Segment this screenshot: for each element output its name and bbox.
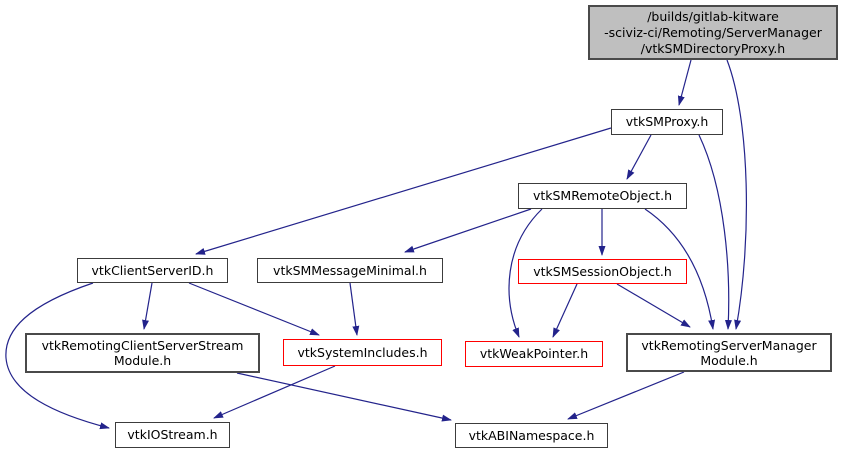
graph-node-label: vtkIOStream.h	[127, 427, 218, 442]
graph-node-label: vtkSMMessageMinimal.h	[273, 262, 427, 278]
edge-smremote-to-smmod	[644, 208, 716, 330]
edge-csid-to-sysinc	[188, 282, 320, 336]
graph-node-label: Module.h	[113, 353, 172, 368]
edge-dirproxy-to-smproxy	[677, 59, 692, 106]
edge-smproxy-to-smremote	[626, 134, 652, 180]
graph-node-label: Module.h	[700, 352, 758, 368]
graph-node-label: vtkRemotingClientServerStream	[41, 338, 244, 353]
graph-node-weak[interactable]: vtkWeakPointer.h	[465, 341, 603, 367]
edge-smproxy-to-csid	[195, 127, 612, 255]
graph-node-label: vtkWeakPointer.h	[479, 346, 589, 361]
graph-node-dirproxy: /builds/gitlab-kitware-sciviz-ci/Remotin…	[588, 5, 838, 60]
graph-node-label: /vtkSMDirectoryProxy.h	[640, 40, 786, 56]
graph-node-label: vtkSMRemoteObject.h	[532, 188, 673, 203]
graph-node-abi[interactable]: vtkABINamespace.h	[455, 423, 608, 448]
graph-node-label: vtkRemotingServerManager	[641, 337, 817, 353]
graph-node-msgmin[interactable]: vtkSMMessageMinimal.h	[257, 258, 443, 283]
graph-node-label: vtkClientServerID.h	[91, 262, 214, 278]
graph-node-label: vtkABINamespace.h	[468, 427, 595, 443]
graph-node-session[interactable]: vtkSMSessionObject.h	[518, 259, 687, 284]
edge-msgmin-to-sysinc	[349, 282, 360, 336]
edge-session-to-smmod	[616, 283, 691, 328]
edge-session-to-weak	[552, 283, 578, 338]
edge-dirproxy-to-smmod	[726, 59, 747, 330]
edge-smremote-to-msgmin	[404, 208, 532, 253]
graph-node-smremote[interactable]: vtkSMRemoteObject.h	[518, 183, 687, 209]
edge-csid-to-iostream	[5, 282, 110, 430]
graph-node-label: vtkSystemIncludes.h	[297, 344, 428, 360]
graph-node-label: vtkSMProxy.h	[625, 114, 709, 129]
graph-node-label: /builds/gitlab-kitware	[647, 8, 779, 24]
edge-cssmod-to-abi	[236, 372, 452, 422]
graph-node-sysinc[interactable]: vtkSystemIncludes.h	[283, 339, 442, 366]
edge-smmod-to-abi	[567, 371, 685, 420]
edge-csid-to-cssmod	[142, 282, 153, 330]
graph-node-label: vtkSMSessionObject.h	[533, 263, 672, 279]
edge-smremote-to-weak	[508, 208, 543, 338]
graph-node-smproxy[interactable]: vtkSMProxy.h	[611, 109, 723, 135]
edge-sysinc-to-iostream	[213, 365, 336, 419]
graph-node-iostream[interactable]: vtkIOStream.h	[115, 422, 230, 448]
graph-node-csid[interactable]: vtkClientServerID.h	[77, 258, 228, 283]
edge-smproxy-to-smmod	[698, 134, 732, 330]
graph-node-label: -sciviz-ci/Remoting/ServerManager	[604, 24, 822, 40]
